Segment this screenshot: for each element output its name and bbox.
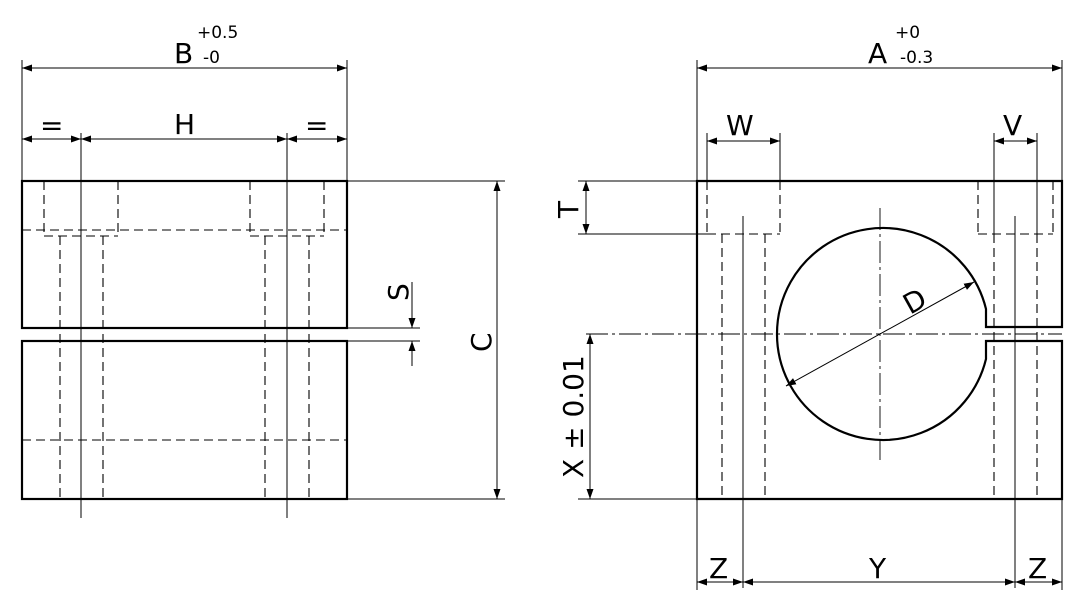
dim-b-label: B — [174, 37, 193, 70]
right-view: A +0 -0.3 W V T D X ± 0.01 Z Y Z — [552, 23, 1064, 590]
right-hidden-lines — [706, 181, 1054, 499]
dim-d-line — [785, 281, 975, 387]
dim-b-tol-upper: +0.5 — [197, 23, 238, 43]
dim-b-tol-lower: -0 — [203, 48, 220, 68]
left-view: B +0.5 -0 = H = S C — [20, 23, 505, 518]
dim-equal-right-label: = — [305, 109, 328, 142]
right-body-top-outline — [695, 179, 1064, 501]
dim-x-label: X ± 0.01 — [557, 355, 590, 478]
dim-s-label: S — [382, 283, 415, 301]
left-hidden-lines — [22, 181, 347, 499]
left-body-top-half — [20, 179, 349, 330]
dim-z-left-label: Z — [709, 552, 728, 585]
dim-v-label: V — [1003, 109, 1022, 142]
dim-y-label: Y — [868, 552, 887, 585]
dim-h-label: H — [174, 108, 195, 141]
left-body-bottom-half — [20, 339, 349, 501]
dim-w-label: W — [726, 109, 754, 142]
dim-a-tol-lower: -0.3 — [900, 48, 933, 68]
dim-d-label: D — [897, 282, 932, 321]
dim-equal-left-label: = — [40, 109, 63, 142]
dim-a-label: A — [868, 37, 887, 70]
dim-t-label: T — [552, 200, 585, 219]
dim-c-label: C — [465, 332, 498, 352]
dim-z-right-label: Z — [1028, 552, 1047, 585]
dim-a-tol-upper: +0 — [895, 23, 920, 43]
